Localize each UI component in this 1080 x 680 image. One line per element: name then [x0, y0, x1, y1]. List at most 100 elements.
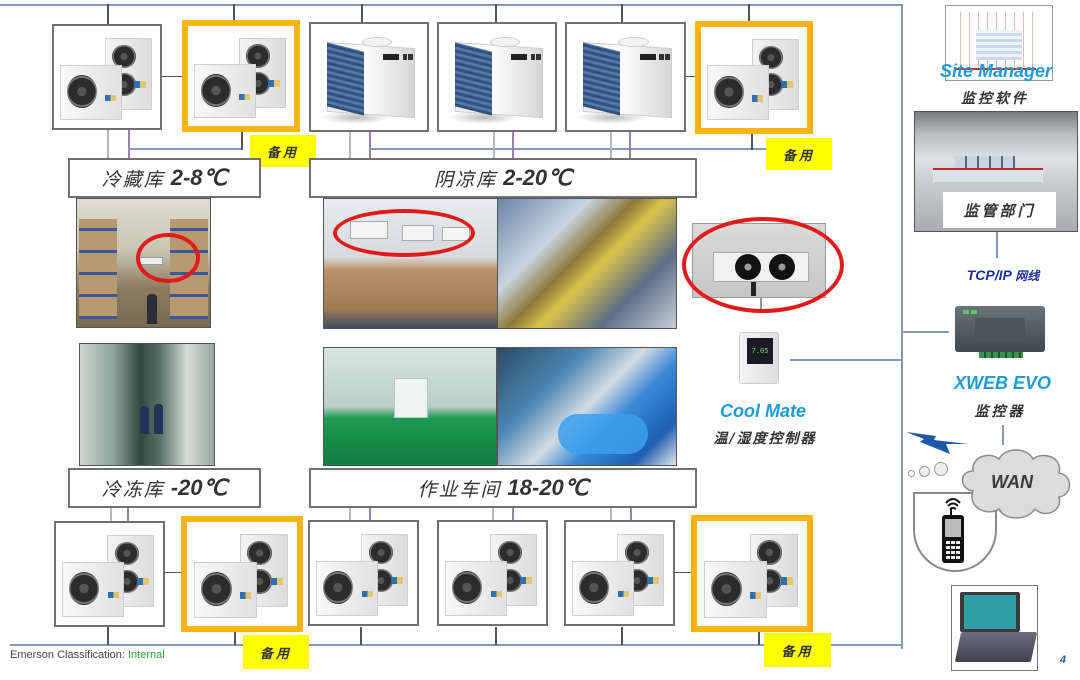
condensing-unit-icon — [697, 521, 807, 626]
connector — [110, 506, 112, 522]
scroll-chiller-unit[interactable] — [565, 22, 686, 132]
condensing-unit[interactable] — [308, 520, 419, 626]
drop-line — [107, 4, 109, 24]
xweb-evo-device-icon[interactable] — [949, 300, 1057, 362]
xweb-to-wan-link — [1002, 425, 1004, 445]
connector — [495, 627, 497, 645]
corridor-vanishing — [394, 378, 428, 418]
xweb-title: XWEB EVO — [953, 373, 1051, 393]
connector — [758, 627, 760, 645]
mobile-phone-icon[interactable] — [938, 493, 968, 565]
standby-condensing-unit[interactable] — [181, 516, 303, 632]
connector — [369, 506, 371, 522]
condensing-unit-icon — [56, 523, 163, 625]
condensing-unit-icon — [187, 522, 297, 626]
top-bus-line — [0, 4, 903, 6]
condensing-unit[interactable] — [52, 24, 162, 130]
site-manager-subtitle: 监控软件 — [961, 91, 1029, 107]
chiller-icon — [567, 24, 684, 130]
device-led — [963, 310, 969, 314]
coolmate-link-line — [790, 359, 902, 361]
room-temp: 2-20℃ — [503, 165, 572, 190]
room-name: 阴凉库 — [434, 168, 498, 191]
room-temp: 18-20℃ — [507, 475, 589, 500]
connector — [128, 148, 243, 150]
standby-tag: 备用 — [243, 635, 309, 669]
classification-footer: Emerson Classification: Internal — [10, 649, 165, 661]
connector — [160, 572, 184, 573]
condensing-unit[interactable] — [564, 520, 675, 626]
controller-display: 7.05 — [747, 338, 773, 364]
condensing-unit-icon — [188, 26, 294, 126]
connector — [621, 627, 623, 645]
laptop-photo[interactable] — [951, 585, 1038, 671]
worker-figure — [154, 404, 163, 434]
coolmate-controller-icon[interactable]: 7.05 — [739, 332, 779, 384]
glove-hand — [558, 414, 648, 454]
connector — [369, 130, 371, 158]
connector — [630, 506, 632, 522]
standby-tag: 备用 — [766, 138, 832, 170]
shade-storage-photo-2 — [497, 198, 677, 329]
right-bus-line — [901, 4, 903, 649]
scroll-chiller-unit[interactable] — [437, 22, 557, 132]
classification-label: Emerson Classification: — [10, 649, 125, 661]
thought-bubble-small — [908, 470, 915, 477]
standby-condensing-unit[interactable] — [695, 21, 813, 134]
chiller-icon — [439, 24, 555, 130]
room-temp: 2-8℃ — [170, 165, 228, 190]
connector — [610, 130, 612, 158]
page-number: 4 — [1059, 654, 1066, 666]
connector — [492, 506, 494, 522]
site-manager-screenshot[interactable] — [945, 5, 1053, 81]
condensing-unit-icon — [701, 27, 807, 128]
connector — [610, 506, 612, 522]
connector — [360, 627, 362, 645]
connector — [349, 506, 351, 522]
connector — [493, 130, 495, 158]
connector — [629, 130, 631, 158]
sm-redline — [956, 68, 1036, 70]
monitor-icons — [955, 156, 1015, 168]
laptop-base — [954, 632, 1037, 662]
room-name: 作业车间 — [417, 478, 502, 501]
worker-figure — [140, 406, 149, 434]
standby-condensing-unit[interactable] — [182, 20, 300, 132]
condensing-unit-icon — [566, 522, 673, 624]
connector — [512, 506, 514, 522]
standby-condensing-unit[interactable] — [691, 515, 813, 632]
device-led — [971, 310, 977, 314]
drop-line — [233, 4, 235, 24]
room-name: 冷冻库 — [101, 478, 165, 501]
freezer-photo — [79, 343, 215, 466]
mobile-shield-frame — [913, 492, 997, 572]
standby-tag: 备用 — [764, 633, 831, 667]
site-manager-title: Site Manager — [939, 61, 1053, 81]
connector — [127, 506, 129, 522]
drop-line — [621, 4, 623, 24]
connector — [107, 627, 109, 645]
connector — [234, 627, 236, 645]
connector — [672, 572, 696, 573]
sitemgr-to-tcp-link — [996, 232, 998, 258]
condensing-unit-icon — [310, 522, 417, 624]
rack-icon — [79, 219, 117, 319]
xweb-link-line — [901, 331, 949, 333]
monitoring-dept-label: 监管部门 — [943, 192, 1056, 228]
room-label-freezer: 冷冻库 -20℃ — [68, 468, 261, 508]
tcpip-label: TCP/IP 网线 — [948, 267, 1058, 284]
evaporator-highlight-ellipse — [682, 217, 844, 313]
desk-row — [933, 168, 1043, 182]
condensing-unit[interactable] — [54, 521, 165, 627]
standby-tag: 备用 — [250, 135, 316, 167]
scroll-chiller-unit[interactable] — [309, 22, 429, 132]
condensing-unit[interactable] — [437, 520, 548, 626]
room-temp: -20℃ — [170, 475, 228, 500]
condensing-unit-icon — [439, 522, 546, 624]
tcpip-text-cn: 网线 — [1015, 269, 1040, 283]
connector — [680, 76, 700, 77]
connector — [512, 130, 514, 158]
room-label-shade-storage: 阴凉库 2-20℃ — [309, 158, 697, 198]
classification-value: Internal — [128, 649, 165, 661]
condensing-unit-icon — [54, 26, 160, 128]
